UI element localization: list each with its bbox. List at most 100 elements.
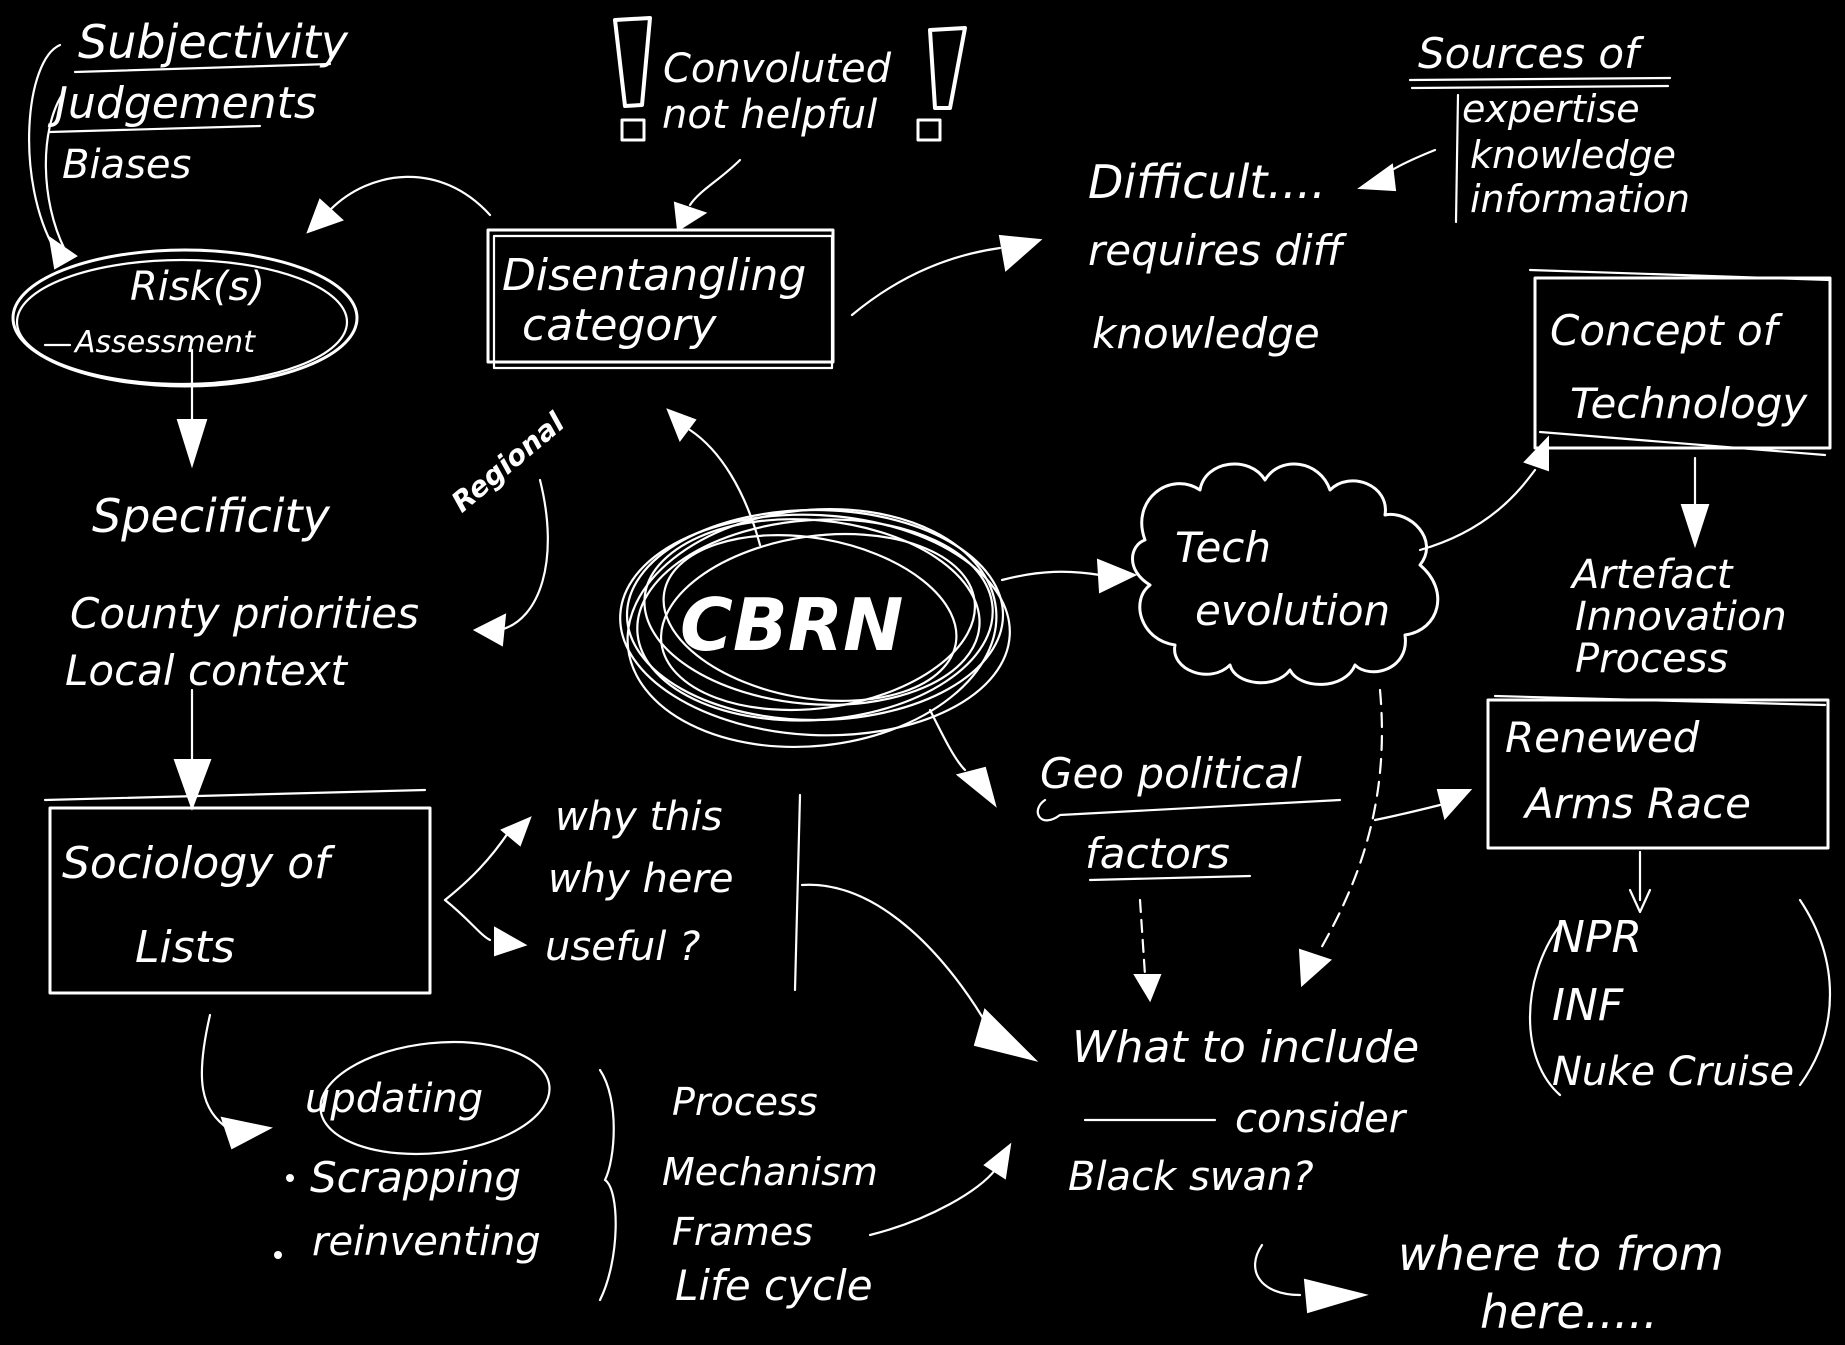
warning-line1: Convoluted [663, 46, 892, 92]
arms-race-line2: Arms Race [1522, 779, 1751, 828]
sociology-box [48, 806, 432, 995]
where-node: where to from here..... [1398, 1227, 1724, 1339]
arrowhead [983, 1142, 1012, 1180]
include-line1: What to include [1072, 1022, 1419, 1073]
difficult-line2: requires diff [1088, 226, 1348, 275]
warning-line2: not helpful [662, 92, 877, 138]
updating-circle [319, 1040, 551, 1156]
process-item: Life cycle [675, 1261, 873, 1310]
updating-reinventing: reinventing [312, 1219, 541, 1265]
underline-sources [1408, 76, 1672, 82]
arrow-disentangling-to-difficult [850, 246, 1002, 317]
arrow-process-to-include [868, 1168, 997, 1237]
arrow-why-to-include [800, 883, 992, 1032]
sources-node: Sources of expertise knowledge informati… [1408, 29, 1690, 224]
difficult-line3: knowledge [1092, 309, 1320, 358]
disentangling-box-outline [492, 234, 834, 370]
arms-race-box-edge [1493, 694, 1827, 707]
exclamation-bar-left [613, 16, 652, 108]
tech-cloud [1131, 462, 1440, 686]
updating-scrapping: Scrapping [310, 1153, 521, 1202]
updating-label: updating [305, 1076, 483, 1122]
arrowhead [306, 198, 344, 234]
tech-line2: evolution [1195, 586, 1390, 635]
arrow-sociology-to-why [443, 828, 512, 902]
arrowhead [1096, 558, 1138, 594]
disentangling-label: Disentangling [502, 250, 806, 301]
arrowhead [1523, 435, 1549, 472]
dashed-arrow-geo-to-include [1138, 898, 1147, 977]
sociology-node: Sociology of Lists [43, 788, 432, 995]
arrow-warning-to-disentangling [688, 158, 742, 207]
note-subjectivity: Subjectivity [78, 15, 349, 69]
specificity-title: Specificity [92, 489, 331, 543]
risk-ellipse-inner [15, 258, 349, 386]
geo-line2: factors [1085, 829, 1230, 878]
include-line3: Black swan? [1068, 1154, 1314, 1200]
tech-line1: Tech [1175, 523, 1271, 572]
updating-node: updating Scrapping reinventing [274, 1040, 617, 1302]
concept-node: Concept of Technology [1528, 268, 1832, 457]
arrowhead [1133, 974, 1162, 1003]
arrowhead [1303, 1278, 1369, 1314]
underline-subjectivity [73, 62, 332, 74]
sources-knowledge: knowledge [1470, 133, 1676, 177]
sources-information: information [1470, 177, 1690, 221]
underline-sources [1410, 84, 1670, 90]
arrowhead [472, 613, 507, 647]
where-line2: here..... [1480, 1285, 1658, 1339]
bullet [274, 1251, 282, 1259]
arrowhead-open [1628, 888, 1652, 914]
specificity-line2: Local context [65, 646, 349, 695]
sociology-box-edge [43, 788, 427, 802]
cbrn-scribble [626, 507, 998, 749]
subjectivity-notes: Subjectivity Judgements Biases [28, 15, 349, 252]
sources-expertise: expertise [1462, 87, 1640, 131]
disentangling-node: Disentangling category [486, 228, 835, 370]
risk-label: Risk(s) [130, 264, 265, 310]
treaties-node: NPR INF Nuke Cruise [1529, 898, 1831, 1097]
geo-line1: Geo political [1040, 749, 1302, 798]
arrow-cbrn-to-geo [928, 708, 967, 772]
warning-note: Convoluted not helpful [613, 16, 967, 142]
process-item: Frames [672, 1210, 813, 1254]
concept-box-edge [1538, 430, 1827, 457]
bracket-line [28, 43, 62, 252]
cbrn-scribble [619, 513, 1011, 737]
cbrn-scribble [643, 518, 981, 706]
paren-right [1798, 898, 1831, 1087]
assessment-label: Assessment [73, 325, 256, 360]
exclamation-dot-left [620, 118, 646, 142]
why-node: why this why here useful ? [545, 793, 802, 992]
arrowhead [176, 419, 208, 469]
exclamation-dot-right [916, 118, 942, 142]
underline-judgements [48, 124, 262, 134]
bracket-line [44, 93, 67, 252]
arrow-sociology-to-updating [200, 1013, 232, 1132]
arrow-disentangling-to-risk [328, 175, 492, 217]
arrowhead [173, 759, 212, 811]
artefact-line2: Innovation [1575, 594, 1787, 640]
artefact-line1: Artefact [1569, 552, 1734, 598]
arrowhead [973, 1008, 1039, 1062]
arrow-sociology-to-useful [443, 898, 492, 942]
where-line1: where to from [1398, 1227, 1724, 1281]
arrow-regional-to-priorities [498, 478, 549, 632]
arms-race-node: Renewed Arms Race [1486, 694, 1830, 850]
treaty-inf: INF [1552, 980, 1624, 1031]
arrowhead [673, 201, 708, 232]
cbrn-center-node: CBRN [619, 507, 1011, 749]
arrowhead [998, 234, 1043, 272]
process-item: Process [672, 1080, 818, 1124]
concept-line1: Concept of [1550, 306, 1784, 355]
treaty-nuke-cruise: Nuke Cruise [1552, 1049, 1794, 1095]
process-node: Process Mechanism Frames Life cycle [662, 1080, 878, 1310]
cbrn-scribble [662, 534, 958, 702]
treaty-npr: NPR [1552, 912, 1642, 963]
arms-race-line1: Renewed [1505, 713, 1700, 762]
arrowhead [48, 235, 78, 270]
artefact-node: Artefact Innovation Process [1569, 552, 1787, 682]
arrowhead [1357, 163, 1397, 192]
sources-title: Sources of [1418, 29, 1645, 78]
